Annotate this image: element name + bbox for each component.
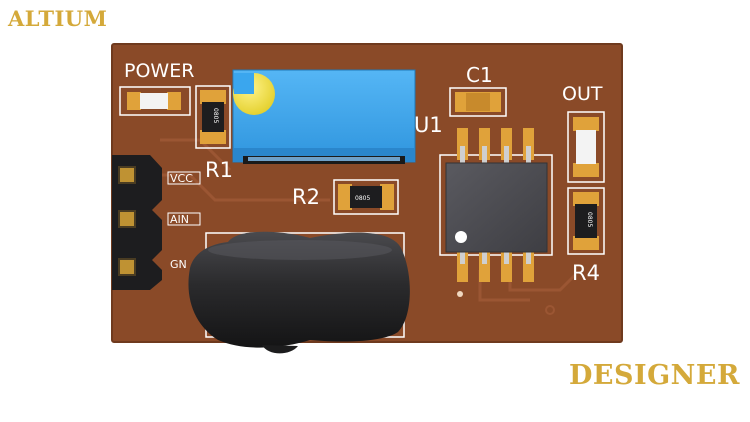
pin-header (112, 155, 162, 290)
r1-code: 0805 (212, 108, 219, 123)
power-led (140, 93, 168, 109)
ic-pads-bottom (457, 250, 534, 282)
inductor (188, 231, 410, 348)
r1-resistor (202, 102, 224, 132)
label-r1: R1 (205, 158, 233, 182)
pin1-dot (457, 291, 463, 297)
label-out: OUT (562, 83, 603, 105)
label-r4: R4 (572, 261, 600, 285)
header-pins (120, 168, 134, 274)
ic-pin1-marker (455, 231, 467, 243)
label-vcc: VCC (170, 172, 193, 185)
label-ain: AIN (170, 213, 189, 226)
r2-code: 0805 (355, 195, 370, 202)
r4-code: 0805 (586, 212, 593, 227)
ic-pads-top (457, 128, 534, 160)
designer-logo-text: DESIGNER (569, 360, 740, 391)
label-u1: U1 (414, 113, 443, 137)
label-gnd: GN (170, 258, 187, 271)
r2-resistor (350, 186, 382, 208)
label-c1: C1 (466, 63, 493, 87)
r4-resistor (575, 204, 597, 238)
altium-logo-text: ALTIUM (8, 6, 108, 31)
out-led (576, 130, 596, 164)
label-power: POWER (124, 60, 194, 82)
label-r2: R2 (292, 185, 320, 209)
